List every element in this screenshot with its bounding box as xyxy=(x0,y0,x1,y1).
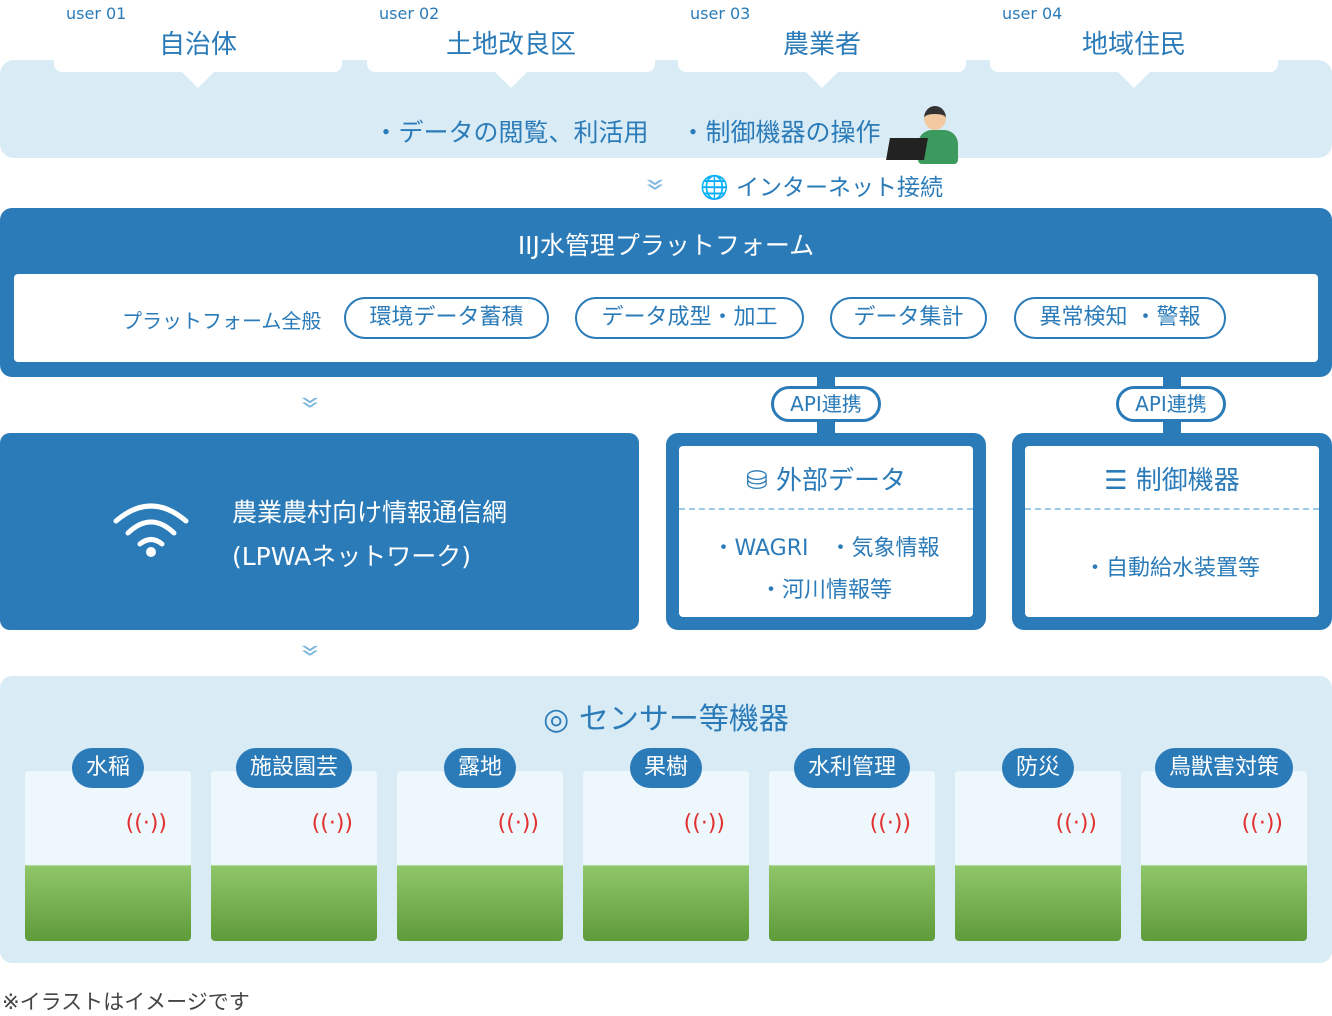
sensor-label: 防災 xyxy=(1001,748,1075,788)
signal-icon: ((·)) xyxy=(1241,811,1283,836)
database-cloud-icon: ⛁ xyxy=(745,466,768,496)
platform-box: IIJ水管理プラットフォーム プラットフォーム全般 環境データ蓄積 データ成型・… xyxy=(0,208,1332,377)
illustration-note: ※イラストはイメージです xyxy=(2,990,250,1014)
down-chevron-icon: » xyxy=(289,395,330,406)
external-data-box: ⛁ 外部データ ・WAGRI ・気象情報 ・河川情報等 xyxy=(666,433,986,630)
wifi-icon xyxy=(113,503,189,557)
use-item: ・データの閲覧、利活用 xyxy=(373,118,649,147)
signal-icon: ((·)) xyxy=(311,811,353,836)
user-name: 土地改良区 xyxy=(445,30,576,60)
internet-text: インターネット接続 xyxy=(735,175,943,201)
signal-icon: ((·)) xyxy=(869,811,911,836)
sensor-label: 水利管理 xyxy=(793,748,911,788)
signal-icon: ((·)) xyxy=(125,811,167,836)
platform-label: プラットフォーム全般 xyxy=(122,309,322,333)
sensor-illustration: ((·)) xyxy=(397,771,563,941)
user-tag: user 03 xyxy=(690,4,751,23)
user-tag: user 01 xyxy=(66,4,127,23)
sensor-illustration: ((·)) xyxy=(583,771,749,941)
user-name: 自治体 xyxy=(158,30,237,60)
control-title: 制御機器 xyxy=(1135,466,1240,496)
user-name: 地域住民 xyxy=(1081,30,1186,60)
sensor-icon: ◎ xyxy=(543,702,570,737)
user-card-02: user 02 土地改良区 xyxy=(367,0,655,88)
control-item: ・自動給水装置等 xyxy=(1083,556,1260,581)
external-item: ・河川情報等 xyxy=(759,578,892,603)
down-chevron-icon: » xyxy=(289,643,330,654)
lpwa-title: 農業農村向け情報通信網 xyxy=(232,498,508,527)
api-badge: API連携 xyxy=(771,386,881,422)
user-card-03: user 03 農業者 xyxy=(678,0,966,88)
sensors-section: ◎ センサー等機器 ((·)) 水稲 ((·)) 施設園芸 ((·)) 露地 ((·)) 果樹… xyxy=(0,676,1332,963)
user-name: 農業者 xyxy=(782,30,861,60)
sensor-illustration: ((·)) xyxy=(25,771,191,941)
sensor-illustration: ((·)) xyxy=(211,771,377,941)
sensor-illustration: ((·)) xyxy=(1141,771,1307,941)
lpwa-subtitle: (LPWAネットワーク) xyxy=(232,542,471,571)
feature-pill: 異常検知 ・警報 xyxy=(1014,297,1226,339)
sensor-label: 鳥獣害対策 xyxy=(1154,748,1294,788)
signal-icon: ((·)) xyxy=(1055,811,1097,836)
user-tag: user 02 xyxy=(379,4,440,23)
sensor-illustration: ((·)) xyxy=(955,771,1121,941)
feature-pill: データ集計 xyxy=(830,297,987,339)
signal-icon: ((·)) xyxy=(497,811,539,836)
lpwa-box: 農業農村向け情報通信網 (LPWAネットワーク) xyxy=(0,433,639,630)
sensor-label: 水稲 xyxy=(71,748,145,788)
feature-pill: データ成型・加工 xyxy=(575,297,804,339)
sensor-label: 露地 xyxy=(443,748,517,788)
sensor-label: 果樹 xyxy=(629,748,703,788)
sensors-title: センサー等機器 xyxy=(578,702,789,737)
feature-pill: 環境データ蓄積 xyxy=(344,297,549,339)
user-card-01: user 01 自治体 xyxy=(54,0,342,88)
external-title: 外部データ xyxy=(776,466,907,496)
external-item: ・WAGRI xyxy=(712,536,809,561)
signal-icon: ((·)) xyxy=(683,811,725,836)
platform-title: IIJ水管理プラットフォーム xyxy=(517,231,815,260)
user-band: user 01 自治体 user 02 土地改良区 user 03 農業者 user … xyxy=(0,0,1332,164)
down-chevron-icon: » xyxy=(634,177,675,188)
uses-list: ・データの閲覧、利活用 ・制御機器の操作 xyxy=(0,104,1332,164)
internet-label: 🌐 インターネット接続 xyxy=(700,168,943,202)
external-item: ・気象情報 xyxy=(829,536,940,561)
use-item: ・制御機器の操作 xyxy=(680,118,881,147)
control-device-box: ☰ 制御機器 ・自動給水装置等 xyxy=(1012,433,1332,630)
sensor-label: 施設園芸 xyxy=(235,748,353,788)
api-badge: API連携 xyxy=(1116,386,1226,422)
sliders-icon: ☰ xyxy=(1104,466,1128,496)
person-laptop-icon xyxy=(886,104,959,164)
user-card-04: user 04 地域住民 xyxy=(990,0,1278,88)
user-tag: user 04 xyxy=(1002,4,1063,23)
globe-icon: 🌐 xyxy=(700,175,729,201)
sensor-illustration: ((·)) xyxy=(769,771,935,941)
